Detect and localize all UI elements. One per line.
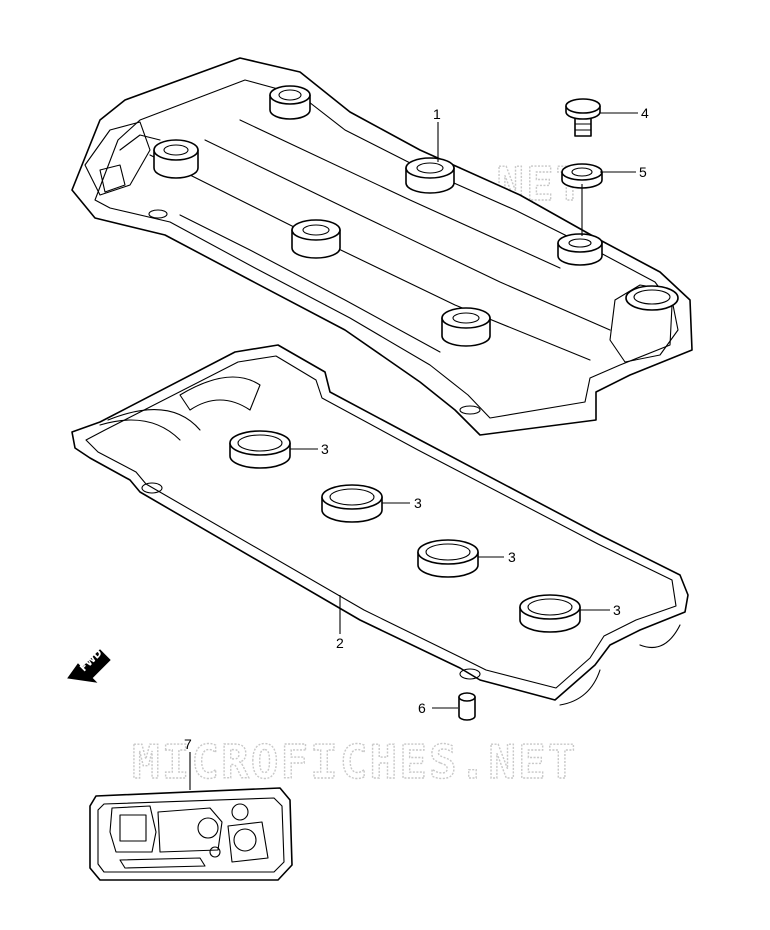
dowel-pin[interactable] <box>458 692 476 721</box>
callout-6: 6 <box>418 700 426 716</box>
plug-boss-2 <box>269 85 311 120</box>
callout-3c: 3 <box>508 549 516 565</box>
plug-boss-1 <box>153 139 199 179</box>
callout-3b: 3 <box>414 495 422 511</box>
cylinder-head-cover[interactable] <box>71 57 693 436</box>
callout-7: 7 <box>184 736 192 752</box>
cover-bolt[interactable] <box>565 98 601 137</box>
callout-5: 5 <box>639 164 647 180</box>
plug-boss-4 <box>405 157 455 194</box>
plug-seal-4[interactable] <box>519 594 581 633</box>
forward-direction-arrow: FWD <box>67 648 111 683</box>
watermark-bottom: MICROFICHES.NET <box>132 735 577 789</box>
plug-boss-5 <box>441 307 491 347</box>
plug-seal-1[interactable] <box>229 430 291 469</box>
bolt-grommet[interactable] <box>561 163 603 189</box>
callout-3d: 3 <box>613 602 621 618</box>
callout-1: 1 <box>433 106 441 122</box>
plug-seal-3[interactable] <box>417 539 479 578</box>
plug-seal-2[interactable] <box>321 484 383 523</box>
callout-2: 2 <box>336 635 344 651</box>
callout-4: 4 <box>641 105 649 121</box>
callout-3a: 3 <box>321 441 329 457</box>
gasket-set[interactable] <box>89 787 293 881</box>
plug-boss-3 <box>291 219 341 259</box>
plug-boss-6 <box>557 233 603 266</box>
leader-lines <box>189 112 638 790</box>
